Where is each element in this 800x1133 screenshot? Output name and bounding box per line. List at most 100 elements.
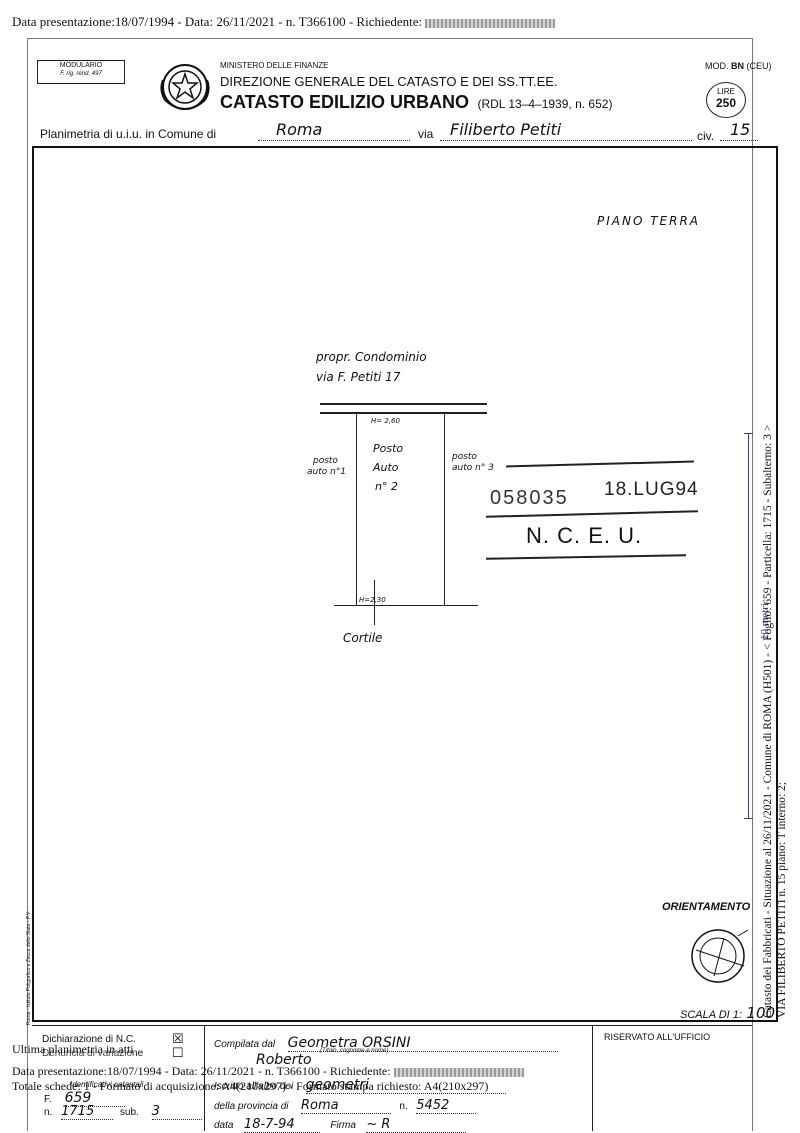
scale-bar-bottom-tick [744,818,753,819]
particella-row: n. 1715 sub. 3 [44,1104,202,1120]
stamp-rule-1 [506,460,694,468]
firma-label: Firma [330,1120,356,1131]
data-label: data [214,1120,234,1131]
right-space-line1: posto [452,452,477,462]
via-value: Filiberto Petiti [450,120,562,139]
footer-top-rule [32,1025,592,1026]
lire-label: LIRE [717,87,735,96]
identificativi-label: Identificativi catastali [70,1080,144,1089]
lire-circle: LIRE 250 [706,82,746,118]
provincia-label: della provincia di [214,1101,289,1112]
bottom-data-line: Data presentazione:18/07/1994 - Data: 26… [12,1064,524,1079]
data-firma-row: data 18-7-94 Firma ~ R [214,1115,467,1133]
titolo-note: (Titolo, cognome e nome) [320,1048,389,1054]
n-label: n. [399,1101,408,1112]
scale-bar-top-tick [744,433,753,434]
sub-label: sub. [119,1107,139,1118]
catasto-title: CATASTO EDILIZIO URBANO [220,92,469,112]
plan-wall-top-2 [320,412,487,414]
owner-line2: via F. Petiti 17 [316,370,401,384]
stamp-rule-3 [485,554,687,560]
scale-bar [748,433,749,818]
bottom-totale-line: Totale schede: 1 - Formato di acquisizio… [12,1079,489,1093]
unit-line3: n° 2 [375,480,398,493]
state-emblem-icon [157,60,213,118]
via-label: via [418,127,434,141]
right-space-line2: auto n° 3 [452,463,494,473]
office-stamp: 058035 18.LUG94 N. C. E. U. [485,455,700,563]
dichiarazione-checkbox[interactable]: ☒ [172,1031,184,1046]
iscritto-row: Iscritto all'albo dei geometri [214,1076,506,1094]
floor-label: PIANO TERRA [597,214,701,228]
plan-wall-top-1 [320,403,487,405]
orientation-label: ORIENTAMENTO [662,901,751,913]
provincia-value: Roma [300,1098,391,1114]
redacted-requester-bottom [393,1067,524,1077]
civ-label: civ. [697,129,715,143]
iscritto-label: Iscritto all'albo dei [214,1081,294,1092]
sub-value: 3 [151,1104,202,1120]
modulario-sub: F. rig. rend. 497 [60,71,102,77]
compilata-name: Roberto [256,1052,312,1068]
scan-frame-top [27,38,752,39]
denuncia-row: Denuncia di variazione ☐ [42,1045,184,1060]
footer-divider-1 [204,1025,205,1131]
dichiarazione-row: Dichiarazione di N.C. ☒ [42,1031,184,1046]
mod-ceu: (CEU) [746,61,772,71]
dichiarazione-label: Dichiarazione di N.C. [42,1034,136,1045]
comune-field: Roma [258,120,410,141]
compilata-label: Compilata dal [214,1039,276,1050]
provincia-row: della provincia di Roma n. 5452 [214,1096,477,1114]
unit-line1: Posto [373,442,404,455]
mod-bn: BN [731,61,745,71]
unit-line2: Auto [373,461,399,474]
stamp-date: 18.LUG94 [604,479,699,500]
stamp-number: 058035 [490,487,569,509]
scan-frame-left [27,38,28,1131]
plan-wall-bottom [334,605,478,606]
scan-frame-right [752,38,753,1131]
foglio-row: F. 659 [44,1090,125,1107]
n-value: 5452 [416,1098,477,1114]
riservato-label: RISERVATO ALL'UFFICIO [604,1032,711,1042]
foglio-value: 659 [64,1090,125,1107]
bottom-data-text: Data presentazione:18/07/1994 - Data: 26… [12,1064,391,1078]
scale-label-group: SCALA DI 1: 100 [680,1004,775,1023]
via-field: Filiberto Petiti [440,120,692,141]
left-space-line1: posto [313,456,338,466]
header-text: Data presentazione:18/07/1994 - Data: 26… [12,14,423,29]
particella-label: n. [44,1107,53,1118]
denuncia-checkbox[interactable]: ☐ [172,1045,184,1060]
modulario-box: MODULARIO F. rig. rend. 497 [37,60,125,84]
plan-tick-bottom [374,580,375,625]
direction-label: DIREZIONE GENERALE DEL CATASTO E DEI SS.… [220,74,558,89]
drawing-frame [32,146,778,1022]
lire-value: 250 [715,96,737,110]
foglio-label: F. [44,1094,52,1105]
height-bottom: H=2,30 [359,596,386,604]
side-text-line2: VIA FILIBERTO PETITI n. 15 piano: T inte… [776,781,788,1018]
scale-value: 100 [746,1004,776,1022]
stamp-rule-2 [486,510,698,518]
catasto-law: (RDL 13–4–1939, n. 652) [477,97,613,111]
height-top: H= 2,60 [371,417,400,425]
compilata-value: Geometra ORSINI [287,1035,558,1052]
owner-line1: propr. Condominio [316,350,427,364]
header-line: Data presentazione:18/07/1994 - Data: 26… [12,14,556,30]
catasto-header: CATASTO EDILIZIO URBANO (RDL 13–4–1939, … [220,92,612,113]
ministry-label: MINISTERO DELLE FINANZE [220,61,329,70]
scale-label: SCALA DI 1: [680,1009,742,1021]
stamp-office: N. C. E. U. [526,523,643,548]
side-text-line1: Catasto dei Fabbricati - Situazione al 2… [762,424,774,1018]
footer-riservato-rule [592,1025,752,1026]
comune-value: Roma [276,120,323,139]
particella-value: 1715 [61,1104,114,1120]
planimetria-label: Planimetria di u.i.u. in Comune di [40,127,217,141]
mod-label-group: MOD. BN (CEU) [705,61,772,71]
denuncia-label: Denuncia di variazione [42,1048,144,1059]
mod-label: MOD. [705,61,729,71]
compilata-row: Compilata dal Geometra ORSINI [214,1034,558,1052]
footer-divider-2 [592,1025,593,1131]
modulario-title: MODULARIO [59,62,103,69]
redacted-requester [425,18,556,28]
